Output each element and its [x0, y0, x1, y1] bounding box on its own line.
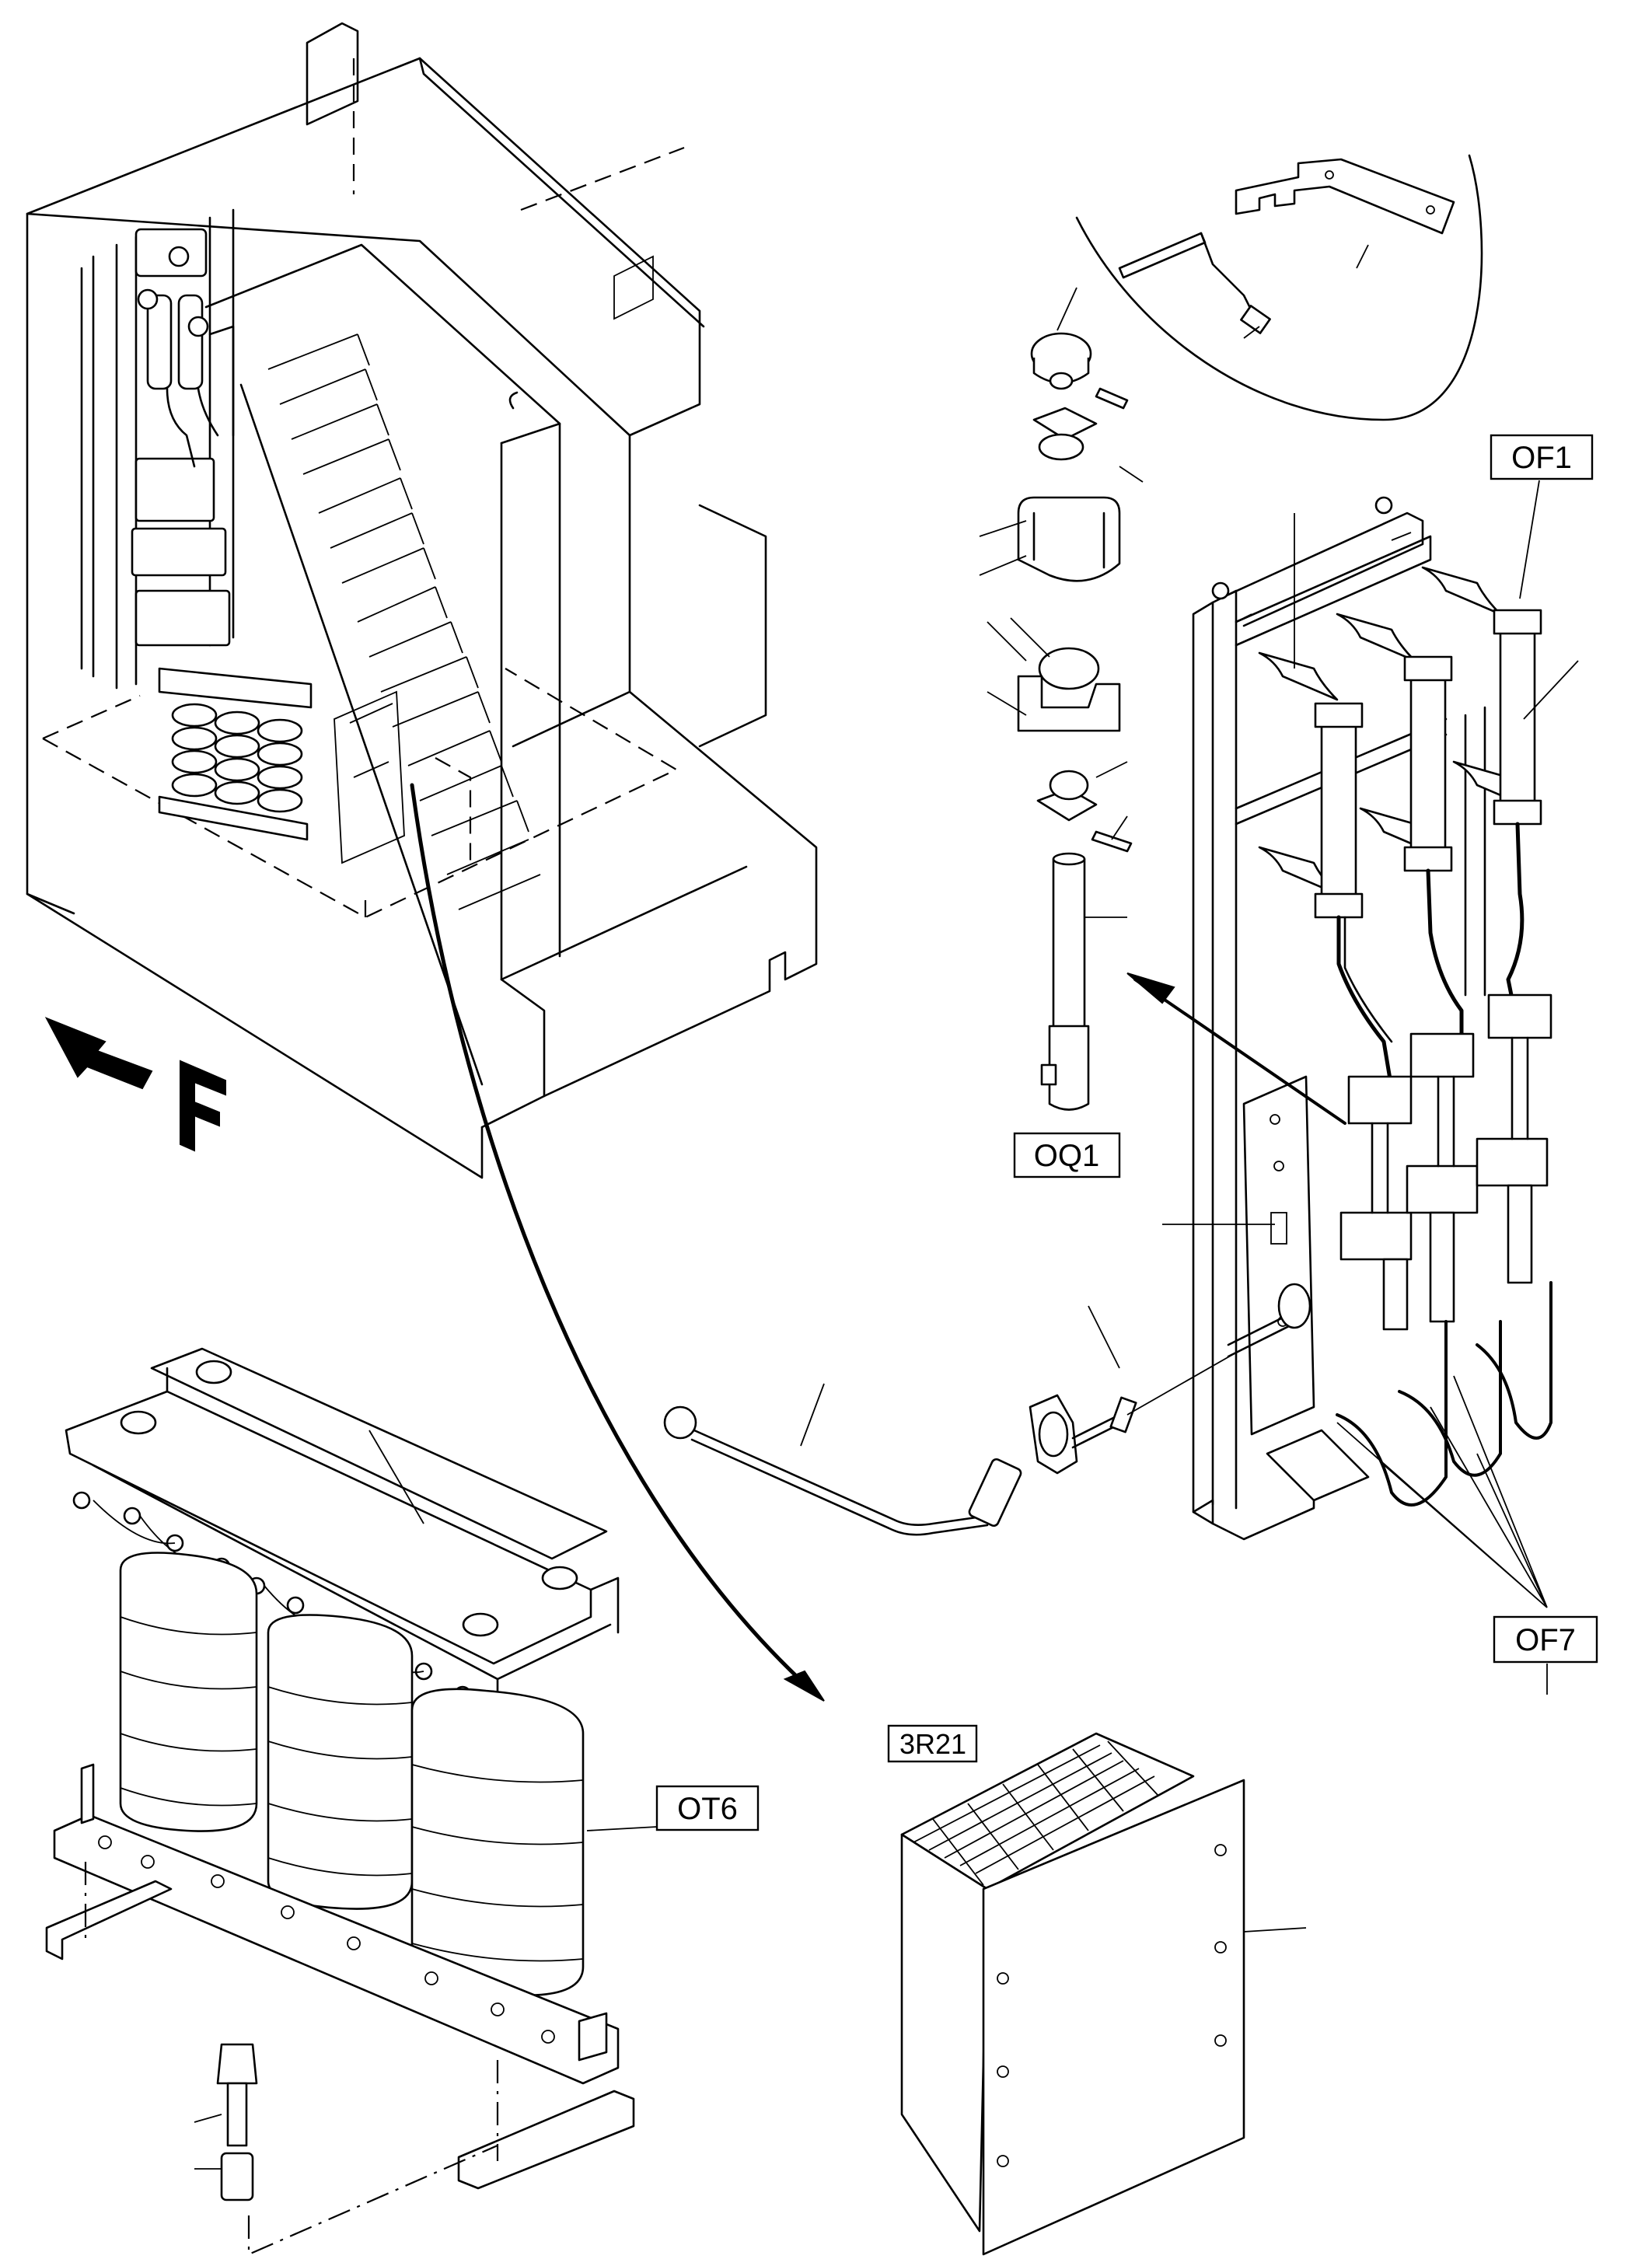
switchgear-cabinet: [26, 22, 818, 1179]
r21-label-text: 3R21: [899, 1728, 966, 1760]
of1-label-text: OF1: [1511, 441, 1572, 475]
busbars: [1336, 822, 1525, 1091]
of7-label: OF7: [1336, 1375, 1598, 1695]
oq1-label-text: OQ1: [1034, 1139, 1099, 1173]
ot6-label-text: OT6: [677, 1792, 738, 1826]
coil-right: [410, 1688, 585, 1997]
accessory-tools-detail: [1075, 154, 1483, 421]
ot6-label: OT6: [586, 1785, 760, 1831]
resistor-3r21: [900, 1732, 1307, 2256]
callout-arrowhead: [783, 1670, 825, 1702]
cabinet-transformer: [158, 667, 313, 841]
breaker-frame-assembly: [1126, 496, 1579, 1541]
contact-blocks: [1339, 993, 1552, 1331]
fuse-tubes: [1314, 609, 1542, 919]
view-arrow-f: [44, 1017, 226, 1152]
transformer-ot6: [45, 1347, 635, 2256]
operating-handle: [663, 1305, 1237, 1536]
oq1-component-stack: [979, 287, 1144, 1111]
callout-curve: [410, 783, 819, 1697]
coil-middle: [267, 1614, 414, 1910]
of7-label-text: OF7: [1515, 1623, 1576, 1657]
of1-label: OF1: [1490, 434, 1594, 599]
coil-left: [119, 1552, 258, 1832]
oq1-label: OQ1: [1013, 1132, 1121, 1178]
cabinet-breaker-assembly: [80, 208, 235, 690]
r21-label: 3R21: [887, 1724, 978, 1763]
